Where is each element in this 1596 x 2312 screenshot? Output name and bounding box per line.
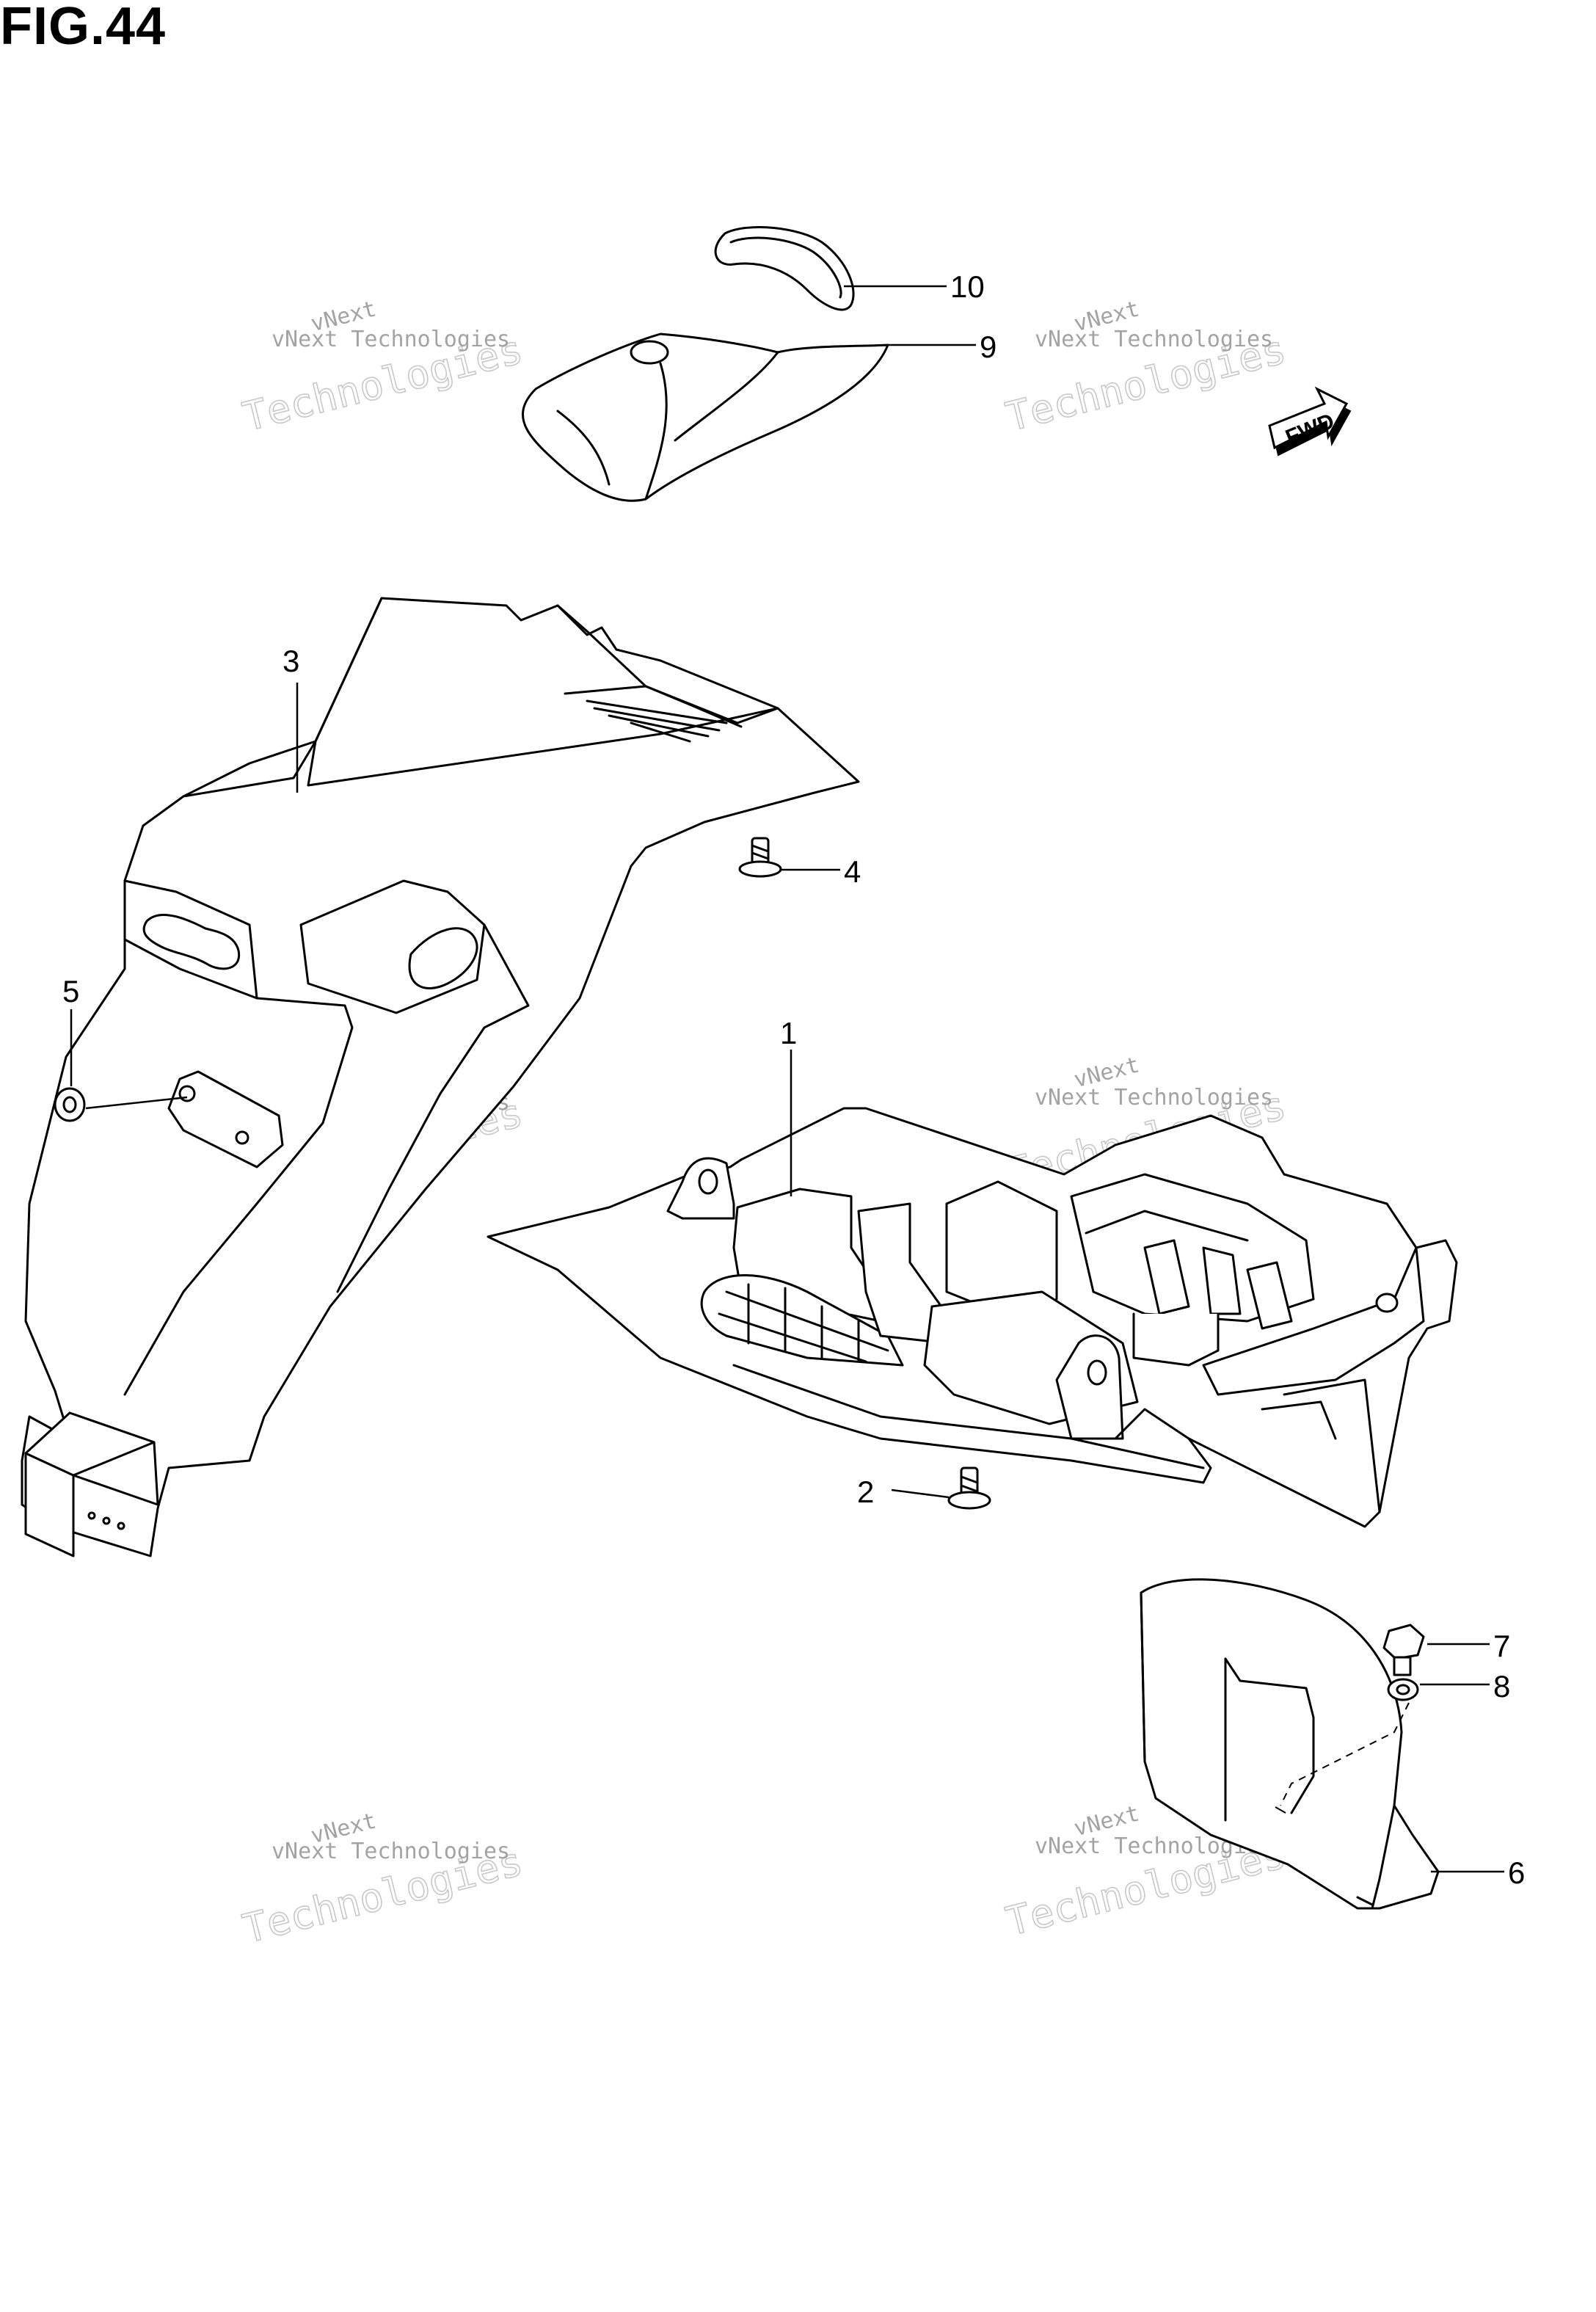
watermark-small-line-2: vNext Technologies	[1035, 327, 1273, 352]
mount-path-dashed	[1280, 1702, 1410, 1806]
callout-1: 1	[780, 1016, 797, 1050]
callout-10: 10	[950, 269, 985, 304]
watermark-small-line-2: vNext Technologies	[272, 327, 510, 352]
callout-4: 4	[844, 854, 861, 889]
callout-7: 7	[1493, 1629, 1510, 1663]
part-9-tool-bag	[521, 332, 889, 502]
callout-2: 2	[857, 1475, 874, 1509]
part-6-mudguard	[1140, 1578, 1440, 1910]
watermark-small-line-2: vNext Technologies	[272, 1839, 510, 1864]
figure-title: FIG.44	[0, 0, 167, 56]
part-7-bolt	[1382, 1624, 1425, 1676]
part-8-washer	[1387, 1678, 1419, 1701]
leader-2	[891, 1488, 950, 1499]
callout-6: 6	[1508, 1855, 1525, 1890]
part-2-screw	[947, 1466, 991, 1510]
callout-3: 3	[283, 644, 299, 678]
leader-5-b	[85, 1096, 188, 1110]
fwd-arrow-icon: FWD	[1268, 386, 1352, 457]
callout-9: 9	[980, 330, 996, 364]
part-3-rear-fender	[21, 597, 860, 1557]
part-10-band	[714, 226, 855, 311]
callout-5: 5	[62, 974, 79, 1008]
callout-8: 8	[1493, 1669, 1510, 1704]
part-5-nut	[54, 1087, 86, 1122]
part-1-under-tray	[487, 1107, 1458, 1528]
part-4-screw	[738, 837, 782, 878]
watermark-small-line-2: vNext Technologies	[1035, 1085, 1273, 1110]
